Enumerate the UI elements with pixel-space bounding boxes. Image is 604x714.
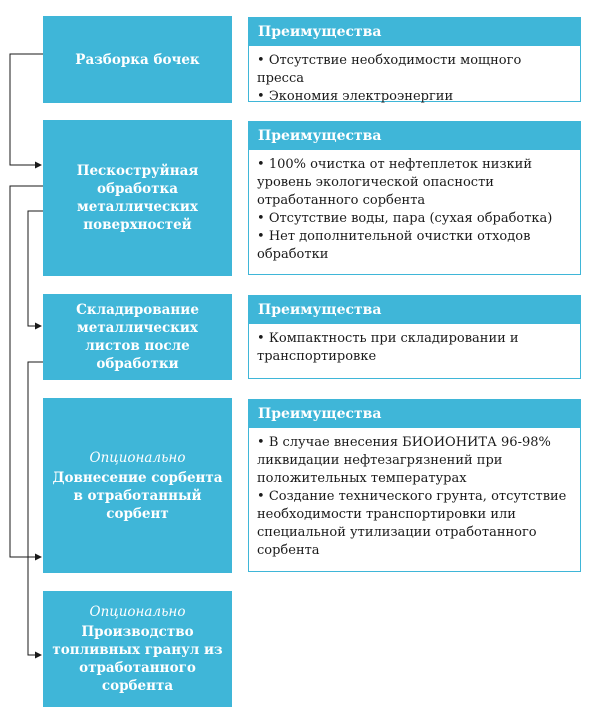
- optional-label: Опционально: [89, 604, 186, 620]
- advantage-item: Отсутствие воды, пара (сухая обработка): [257, 210, 572, 228]
- step-title: Складирование металлических листов после…: [76, 302, 199, 372]
- step-fuel-pellets: Опционально Производство топливных грану…: [43, 591, 232, 707]
- connector-2-3: [27, 210, 43, 330]
- advantage-item: Создание технического грунта, отсутствие…: [257, 488, 572, 560]
- step-sheet-storage: Складирование металлических листов после…: [43, 294, 232, 380]
- connector-2-4: [9, 185, 43, 561]
- step-sorbent-addition: Опционально Довнесение сорбента в отрабо…: [43, 398, 232, 573]
- step-title: Пескоструйная обработка металлических по…: [76, 163, 199, 233]
- advantages-list: Компактность при складировании и транспо…: [249, 324, 580, 372]
- step-sandblasting: Пескоструйная обработка металлических по…: [43, 120, 232, 276]
- step-title: Производство топливных гранул из отработ…: [52, 624, 223, 694]
- advantages-list: Отсутствие необходимости мощного пресса …: [249, 46, 580, 112]
- step-title: Разборка бочек: [75, 51, 200, 68]
- advantage-item: 100% очистка от нефтеплеток низкий урове…: [257, 156, 572, 210]
- advantage-item: В случае внесения БИОИОНИТА 96-98% ликви…: [257, 434, 572, 488]
- step-barrel-disassembly: Разборка бочек: [43, 16, 232, 103]
- optional-label: Опционально: [89, 449, 186, 466]
- advantages-header: Преимущества: [249, 400, 580, 428]
- advantages-box-3: Преимущества Компактность при складирова…: [248, 295, 581, 379]
- advantage-item: Компактность при складировании и транспо…: [257, 330, 572, 366]
- advantage-item: Нет дополнительной очистки отходов обраб…: [257, 228, 572, 264]
- advantage-item: Отсутствие необходимости мощного пресса: [257, 52, 572, 88]
- advantages-list: В случае внесения БИОИОНИТА 96-98% ликви…: [249, 428, 580, 566]
- advantages-header: Преимущества: [249, 122, 580, 150]
- step-title: Довнесение сорбента в отработанный сорбе…: [52, 469, 223, 522]
- advantages-header: Преимущества: [249, 18, 580, 46]
- advantages-box-1: Преимущества Отсутствие необходимости мо…: [248, 17, 581, 104]
- connector-3-5: [27, 361, 43, 659]
- advantages-box-2: Преимущества 100% очистка от нефтеплеток…: [248, 121, 581, 275]
- advantages-header: Преимущества: [249, 296, 580, 324]
- connector-1-2: [9, 53, 43, 169]
- advantages-box-4: Преимущества В случае внесения БИОИОНИТА…: [248, 399, 581, 572]
- advantage-item: Экономия электроэнергии: [257, 88, 572, 106]
- advantages-list: 100% очистка от нефтеплеток низкий урове…: [249, 150, 580, 270]
